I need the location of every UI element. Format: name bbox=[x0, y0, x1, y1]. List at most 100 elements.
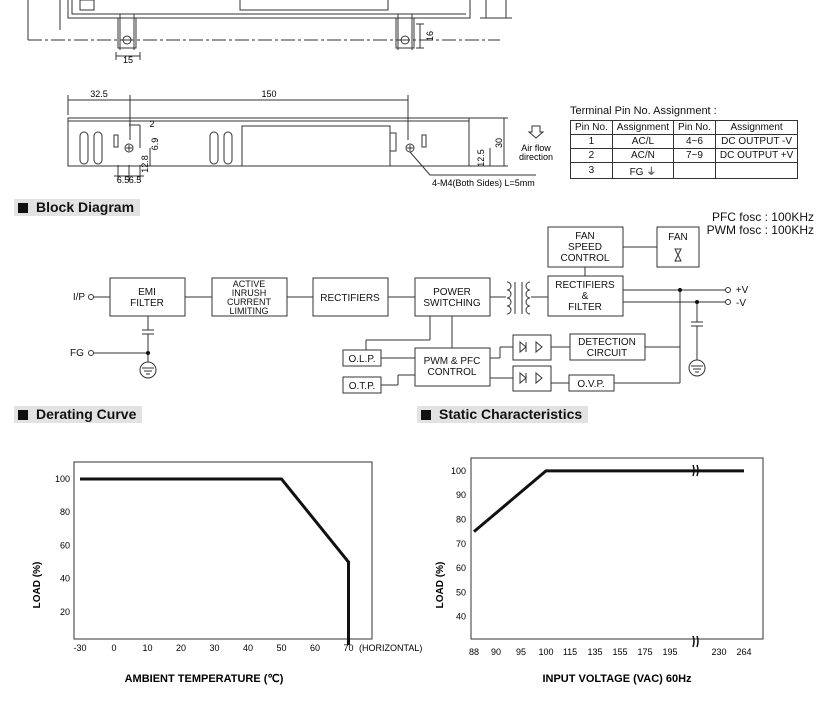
static-x-tick-label: 95 bbox=[516, 647, 526, 657]
top-view-drawing bbox=[27, 0, 512, 60]
table-cell bbox=[714, 162, 799, 179]
airflow-label-2: direction bbox=[519, 152, 553, 162]
static-x-tick-label: 264 bbox=[736, 647, 751, 657]
static-x-axis-label: INPUT VOLTAGE (VAC) 60Hz bbox=[542, 673, 692, 685]
static-y-tick-label: 100 bbox=[451, 466, 466, 476]
static-y-tick-label: 60 bbox=[456, 563, 466, 573]
fan-label: FAN bbox=[668, 232, 687, 243]
derating-x-tick-label: 70 bbox=[343, 643, 353, 653]
frequency-note: PFC fosc : 100KHz PWM fosc : 100KHz bbox=[707, 211, 814, 237]
static-x-tick-label: 100 bbox=[538, 647, 553, 657]
table-cell: 2 bbox=[570, 148, 613, 163]
static-y-axis-label: LOAD (%) bbox=[435, 562, 446, 609]
fan-speed-label-3: CONTROL bbox=[561, 253, 610, 264]
static-y-tick-label: 40 bbox=[456, 612, 466, 622]
static-x-tick-label: 88 bbox=[469, 647, 479, 657]
table-cell: 3 bbox=[570, 162, 613, 179]
ovp-label: O.V.P. bbox=[577, 379, 604, 390]
plus-v-label: +V bbox=[736, 285, 749, 296]
derating-x-tick-label: 0 bbox=[111, 643, 116, 653]
title-square-icon bbox=[18, 410, 28, 420]
table-header: Pin No. bbox=[570, 120, 613, 135]
inrush-label-2: INRUSH bbox=[232, 288, 267, 298]
static-characteristics-title: Static Characteristics bbox=[417, 406, 589, 423]
static-y-tick-label: 50 bbox=[456, 587, 466, 597]
static-x-tick-label: 115 bbox=[563, 647, 577, 657]
table-cell bbox=[673, 162, 716, 179]
airflow-label-1: Air flow bbox=[521, 143, 551, 153]
pwm-pfc-label-2: CONTROL bbox=[428, 367, 477, 378]
static-curve-line bbox=[473, 469, 744, 533]
table-header: Pin No. bbox=[673, 120, 716, 135]
table-cell: FG ⏚ bbox=[611, 162, 675, 179]
derating-x-tick-label: 40 bbox=[243, 643, 253, 653]
otp-label: O.T.P. bbox=[349, 381, 376, 392]
derating-plot-frame bbox=[73, 461, 373, 640]
table-cell: 7~9 bbox=[673, 148, 716, 163]
olp-label: O.L.P. bbox=[348, 354, 375, 365]
derating-y-tick-label: 100 bbox=[55, 474, 70, 484]
table-cell: 1 bbox=[570, 134, 613, 149]
static-y-tick-label: 80 bbox=[456, 515, 466, 525]
terminal-table: Pin No. Assignment Pin No. Assignment 1 … bbox=[570, 120, 799, 179]
axis-break-marks bbox=[692, 464, 699, 648]
emi-label-1: EMI bbox=[138, 287, 156, 298]
dim-30: 30 bbox=[494, 138, 504, 148]
emi-label-2: FILTER bbox=[130, 298, 164, 309]
rect-filter-label-3: FILTER bbox=[568, 302, 602, 313]
derating-x-tick-label: 30 bbox=[209, 643, 219, 653]
static-x-tick-label: 135 bbox=[587, 647, 602, 657]
fg-label: FG bbox=[70, 348, 84, 359]
table-row: 2 AC/N 7~9 DC OUTPUT +V bbox=[570, 148, 799, 163]
table-header: Assignment bbox=[714, 120, 799, 135]
derating-x-tick-label: 10 bbox=[142, 643, 152, 653]
dim-12-5: 12.5 bbox=[476, 149, 486, 167]
title-square-icon bbox=[421, 410, 431, 420]
table-row: 3 FG ⏚ bbox=[570, 162, 799, 179]
rect-filter-label-2: & bbox=[582, 291, 589, 302]
static-x-tick-label: 175 bbox=[637, 647, 652, 657]
derating-y-tick-label: 20 bbox=[60, 607, 70, 617]
static-x-tick-label: 195 bbox=[662, 647, 677, 657]
table-cell: 4~6 bbox=[673, 134, 716, 149]
table-header-row: Pin No. Assignment Pin No. Assignment bbox=[570, 120, 799, 135]
derating-curve-title: Derating Curve bbox=[14, 406, 143, 423]
screw-note: 4-M4(Both Sides) L=5mm bbox=[432, 178, 535, 188]
static-ticks: 88 90 95 100 115 135 155 175 195 230 264 100 90 80 70 6… bbox=[451, 466, 752, 657]
inrush-label-3: CURRENT bbox=[227, 297, 272, 307]
dim-15: 15 bbox=[123, 55, 133, 65]
dim-2: 2 bbox=[149, 119, 154, 129]
dim-150: 150 bbox=[261, 89, 276, 99]
block-diagram bbox=[88, 226, 731, 394]
detection-label-2: CIRCUIT bbox=[587, 348, 628, 359]
inrush-label-4: LIMITING bbox=[229, 306, 268, 316]
table-cell: AC/N bbox=[611, 148, 675, 163]
derating-curve-line bbox=[80, 477, 350, 645]
terminal-table-caption: Terminal Pin No. Assignment : bbox=[570, 105, 717, 117]
dim-16: 16 bbox=[425, 31, 435, 41]
derating-x-tick-label: 20 bbox=[176, 643, 186, 653]
static-x-tick-label: 90 bbox=[491, 647, 501, 657]
static-x-tick-label: 230 bbox=[711, 647, 726, 657]
table-cell: DC OUTPUT -V bbox=[714, 134, 799, 149]
ip-label: I/P bbox=[73, 292, 86, 303]
derating-x-tick-label: 60 bbox=[310, 643, 320, 653]
power-switching-label-2: SWITCHING bbox=[423, 298, 480, 309]
table-cell: AC/L bbox=[611, 134, 675, 149]
derating-x-tick-label: -30 bbox=[73, 643, 86, 653]
static-x-tick-label: 155 bbox=[612, 647, 627, 657]
dim-6-5-left: 6.5 bbox=[117, 175, 130, 185]
derating-x-suffix: (HORIZONTAL) bbox=[359, 643, 422, 653]
minus-v-label: -V bbox=[736, 298, 746, 309]
derating-y-tick-label: 80 bbox=[60, 507, 70, 517]
terminal-assignment: Terminal Pin No. Assignment : Pin No. As… bbox=[570, 105, 799, 179]
derating-x-tick-label: 50 bbox=[276, 643, 286, 653]
static-y-tick-label: 70 bbox=[456, 539, 466, 549]
pwm-fosc: PWM fosc : 100KHz bbox=[706, 223, 814, 237]
derating-y-tick-label: 60 bbox=[60, 540, 70, 550]
dim-6-5-right: 6.5 bbox=[129, 175, 142, 185]
rect-filter-label-1: RECTIFIERS bbox=[555, 280, 615, 291]
block-diagram-title: Block Diagram bbox=[14, 199, 141, 216]
static-y-tick-label: 90 bbox=[456, 490, 466, 500]
